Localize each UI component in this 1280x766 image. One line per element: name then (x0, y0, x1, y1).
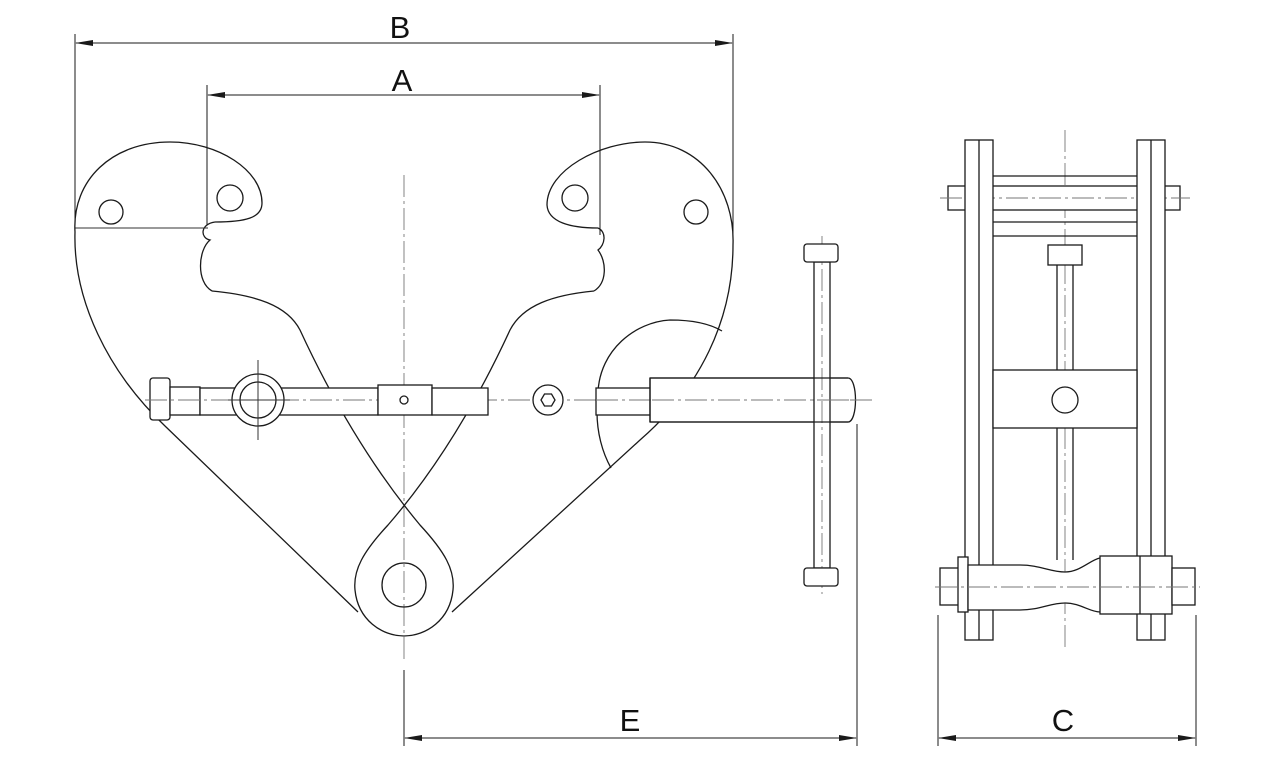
lifting-eye-hole (381, 562, 427, 608)
screw-left-cap (149, 377, 171, 421)
dimension-a-label: A (392, 63, 413, 98)
bottom-pin (935, 555, 1200, 615)
right-plate-outer-hole (683, 199, 709, 225)
right-jaw-plate (354, 141, 734, 637)
dimension-e-label: E (620, 703, 641, 738)
side-cross-block (992, 369, 1138, 429)
front-view: B A E (74, 10, 872, 746)
screw-rod-left (199, 387, 379, 416)
dimension-c: C (937, 615, 1197, 746)
dimension-c-label: C (1052, 703, 1074, 738)
screw-coupler (377, 384, 433, 416)
right-plate-inner-hole (561, 184, 589, 212)
disc-edge (597, 319, 723, 393)
side-screw-cap (1047, 244, 1083, 266)
screw-rod-middle (431, 387, 489, 416)
screw-rod-right (595, 387, 653, 416)
t-bar-top-cap (803, 243, 839, 263)
dimension-b-label: B (390, 10, 411, 45)
t-bar-bottom-cap (803, 567, 839, 587)
dimension-a: A (206, 63, 601, 235)
hex-nut (532, 384, 564, 416)
dimension-e: E (403, 424, 858, 746)
screw-assembly (145, 236, 872, 594)
left-plate-outer-hole (98, 199, 124, 225)
dimension-b: B (74, 10, 734, 250)
side-view: C (935, 130, 1200, 746)
left-plate-inner-hole (216, 184, 244, 212)
